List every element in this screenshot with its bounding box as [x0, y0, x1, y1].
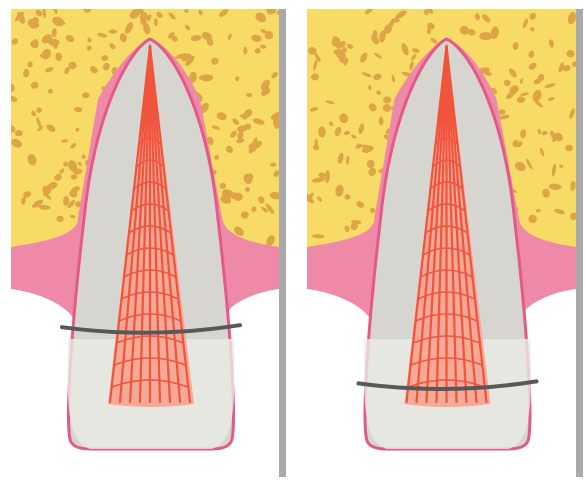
panel-left	[7, 4, 286, 477]
panel-edge-shadow	[576, 9, 583, 477]
panel-edge-shadow	[279, 9, 286, 477]
panel-right	[302, 5, 583, 477]
